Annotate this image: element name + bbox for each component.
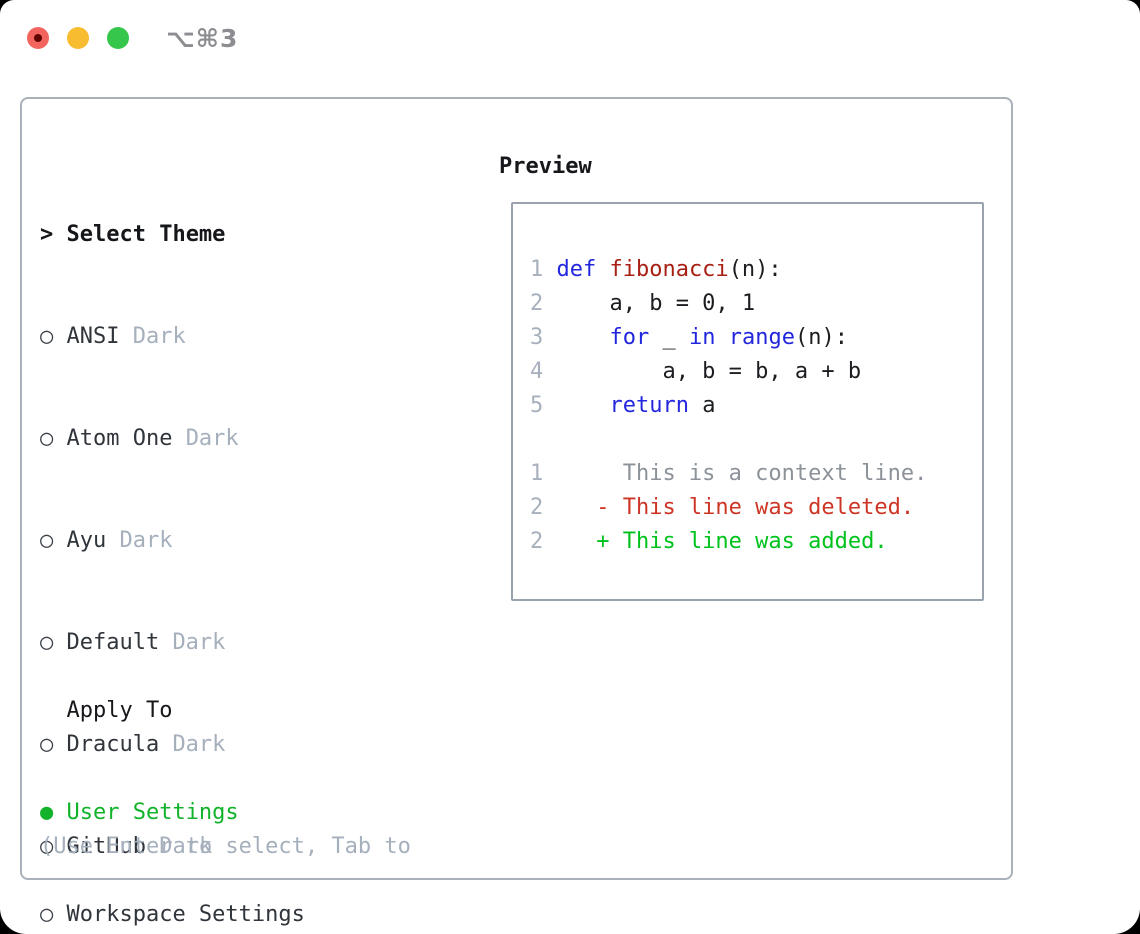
window-title: ⌥⌘3	[166, 24, 239, 53]
line-number: 5	[530, 393, 544, 418]
line-number: 1	[530, 257, 544, 282]
code-line: 2 a, b = 0, 1	[530, 287, 982, 321]
radio-icon: ○	[40, 732, 54, 757]
radio-icon: ○	[40, 902, 54, 927]
close-button[interactable]	[27, 27, 49, 49]
code-line: 3 for _ in range(n):	[530, 321, 982, 355]
radio-icon: ○	[40, 834, 54, 859]
apply-to-group: Apply To ●User Settings ○Workspace Setti…	[40, 626, 305, 934]
line-number: 2	[530, 495, 544, 520]
apply-option-workspace-settings[interactable]: ○Workspace Settings	[40, 898, 305, 932]
line-number: 2	[530, 291, 544, 316]
zoom-button[interactable]	[107, 27, 129, 49]
theme-list-header: > Select Theme	[40, 218, 318, 252]
radio-icon: ○	[40, 324, 54, 349]
radio-icon: ○	[40, 426, 54, 451]
radio-icon: ○	[40, 630, 54, 655]
apply-to-title-row: Apply To	[40, 694, 305, 728]
focus-caret-icon: >	[40, 222, 54, 247]
code-line: 5 return a	[530, 389, 982, 423]
hint-line: (Use Enter to select, Tab to	[40, 834, 411, 859]
preview-title: Preview	[499, 154, 592, 179]
close-dot-icon	[34, 34, 42, 42]
theme-list-title: Select Theme	[66, 222, 226, 247]
code-line-blank	[530, 423, 982, 457]
line-number: 1	[530, 461, 544, 486]
code-line: 4 a, b = b, a + b	[530, 355, 982, 389]
line-number: 4	[530, 359, 544, 384]
apply-option-user-settings[interactable]: ●User Settings	[40, 796, 305, 830]
keyboard-hint: (Use Enter to select, Tab to change focu…	[40, 762, 411, 934]
line-number: 3	[530, 325, 544, 350]
radio-icon: ○	[40, 528, 54, 553]
diff-deleted-line: 2 - This line was deleted.	[530, 491, 982, 525]
diff-added-line: 2 + This line was added.	[530, 525, 982, 559]
minimize-button[interactable]	[67, 27, 89, 49]
radio-selected-icon: ●	[40, 800, 54, 825]
diff-context-line: 1 This is a context line.	[530, 457, 982, 491]
apply-to-title: Apply To	[66, 698, 173, 723]
line-number: 2	[530, 529, 544, 554]
